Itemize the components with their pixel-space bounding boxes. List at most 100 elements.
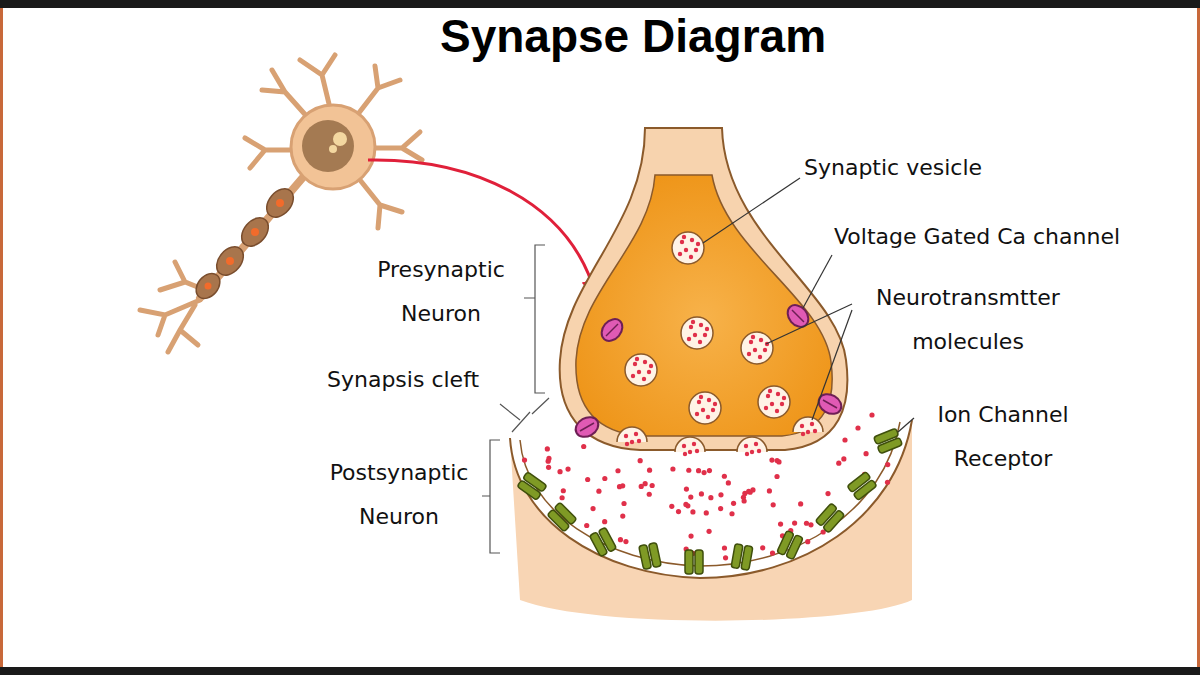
side-border bbox=[0, 8, 3, 667]
neurotransmitter-dot bbox=[623, 539, 628, 544]
nucleolus bbox=[333, 132, 347, 146]
vesicle-group bbox=[617, 232, 823, 456]
vesicle-dot bbox=[744, 444, 748, 448]
ion-channel-receptor bbox=[517, 472, 547, 501]
neurotransmitter-dot bbox=[565, 467, 570, 472]
neurotransmitter-dot bbox=[596, 489, 601, 494]
vesicle-dot bbox=[680, 240, 684, 244]
channel-stripe bbox=[580, 310, 837, 431]
vesicle-dot bbox=[693, 333, 697, 337]
neurotransmitter-dot bbox=[704, 510, 709, 515]
ion-channel-receptor bbox=[547, 502, 577, 532]
neurotransmitter-dot bbox=[590, 506, 595, 511]
neurotransmitter-dot bbox=[771, 502, 776, 507]
vesicle-dot bbox=[753, 348, 757, 352]
vesicle-dot bbox=[801, 432, 805, 436]
vesicle-dot bbox=[696, 242, 700, 246]
neurotransmitter-dot bbox=[718, 506, 723, 511]
neurotransmitter-dot bbox=[638, 458, 643, 463]
vesicle-dot bbox=[782, 396, 786, 400]
vesicle-dot bbox=[682, 444, 686, 448]
ion-channel-receptor bbox=[639, 542, 662, 569]
neurotransmitter-dot bbox=[778, 521, 783, 526]
neurotransmitter-dot bbox=[774, 474, 779, 479]
vesicle-dot bbox=[810, 422, 814, 426]
neurotransmitter-dot bbox=[841, 456, 846, 461]
vesicle-dot bbox=[754, 442, 758, 446]
vesicle-dot bbox=[687, 337, 691, 341]
vesicle-dot bbox=[642, 377, 646, 381]
vesicle-dot bbox=[780, 402, 784, 406]
myelin-dot bbox=[205, 199, 285, 290]
vesicle-dot bbox=[692, 442, 696, 446]
vesicle-dot bbox=[707, 398, 711, 402]
vesicle-dot bbox=[768, 389, 772, 393]
synaptic-vesicle bbox=[741, 332, 773, 364]
vesicle-dot bbox=[705, 327, 709, 331]
bottom-bar bbox=[0, 667, 1200, 675]
vesicle-dot bbox=[759, 338, 763, 342]
vesicle-dot bbox=[745, 452, 749, 456]
vesicle-dot bbox=[711, 408, 715, 412]
neurotransmitter-dot bbox=[561, 488, 566, 493]
diagram-title: Synapse Diagram bbox=[0, 8, 1200, 64]
vesicle-dot bbox=[694, 248, 698, 252]
docked-vesicle bbox=[793, 417, 823, 432]
vesicle-dot bbox=[749, 340, 753, 344]
synaptic-vesicle bbox=[672, 232, 704, 264]
neurotransmitter-dot bbox=[581, 444, 586, 449]
neurotransmitter-dot bbox=[701, 470, 706, 475]
neurotransmitter-dot bbox=[621, 501, 626, 506]
neurotransmitter-dot bbox=[690, 509, 695, 514]
vesicle-dot bbox=[633, 362, 637, 366]
vesicle-dot bbox=[766, 394, 770, 398]
bracket bbox=[482, 245, 549, 553]
myelin-sheath bbox=[191, 184, 298, 303]
neurotransmitter-dot bbox=[869, 412, 874, 417]
neurotransmitter-dot bbox=[722, 545, 727, 550]
vesicle-dot bbox=[747, 352, 751, 356]
neurotransmitter-dot bbox=[792, 520, 797, 525]
vesicle-dot bbox=[697, 400, 701, 404]
neurotransmitter-dot bbox=[615, 468, 620, 473]
neurotransmitter-dot bbox=[602, 476, 607, 481]
synaptic-vesicle bbox=[689, 392, 721, 424]
neurotransmitter-dot bbox=[767, 488, 772, 493]
synaptic-vesicle bbox=[681, 317, 713, 349]
neurotransmitter-dot bbox=[718, 492, 723, 497]
neurotransmitter-dot bbox=[707, 468, 712, 473]
part-label: Voltage Gated Ca channel bbox=[834, 215, 1120, 259]
ion-channel-receptor bbox=[815, 503, 844, 533]
synaptic-vesicle bbox=[758, 386, 790, 418]
neurotransmitter-dot bbox=[584, 523, 589, 528]
neurotransmitter-dot bbox=[805, 539, 810, 544]
neurotransmitter-dot bbox=[686, 468, 691, 473]
vesicle-dot bbox=[683, 452, 687, 456]
top-bar bbox=[0, 0, 1200, 8]
part-label: Synaptic vesicle bbox=[804, 146, 982, 190]
neurotransmitter-dot bbox=[545, 446, 550, 451]
vesicle-dot bbox=[691, 320, 695, 324]
vesicle-dot bbox=[689, 325, 693, 329]
neurotransmitter-dot bbox=[620, 514, 625, 519]
vesicle-dot bbox=[713, 402, 717, 406]
vesicle-dot bbox=[763, 348, 767, 352]
vesicle-dot bbox=[776, 392, 780, 396]
neurotransmitter-dot bbox=[769, 457, 774, 462]
ion-channel-receptor bbox=[777, 530, 803, 559]
neurotransmitter-dot bbox=[804, 521, 809, 526]
vesicle-dot bbox=[643, 360, 647, 364]
ion-channel-receptor bbox=[847, 472, 877, 501]
neurotransmitter-dot bbox=[546, 465, 551, 470]
vesicle-dot bbox=[699, 323, 703, 327]
neurotransmitter-dot bbox=[669, 504, 674, 509]
neurotransmitter-dot bbox=[731, 501, 736, 506]
neurotransmitter-dot bbox=[696, 468, 701, 473]
vesicle-dot bbox=[813, 429, 817, 433]
docked-vesicle bbox=[617, 427, 647, 442]
vesicle-dot bbox=[703, 333, 707, 337]
vesicle-dot bbox=[649, 364, 653, 368]
vesicle-dot bbox=[634, 432, 638, 436]
neurotransmitter-dot bbox=[683, 502, 688, 507]
vesicle-dot bbox=[699, 395, 703, 399]
